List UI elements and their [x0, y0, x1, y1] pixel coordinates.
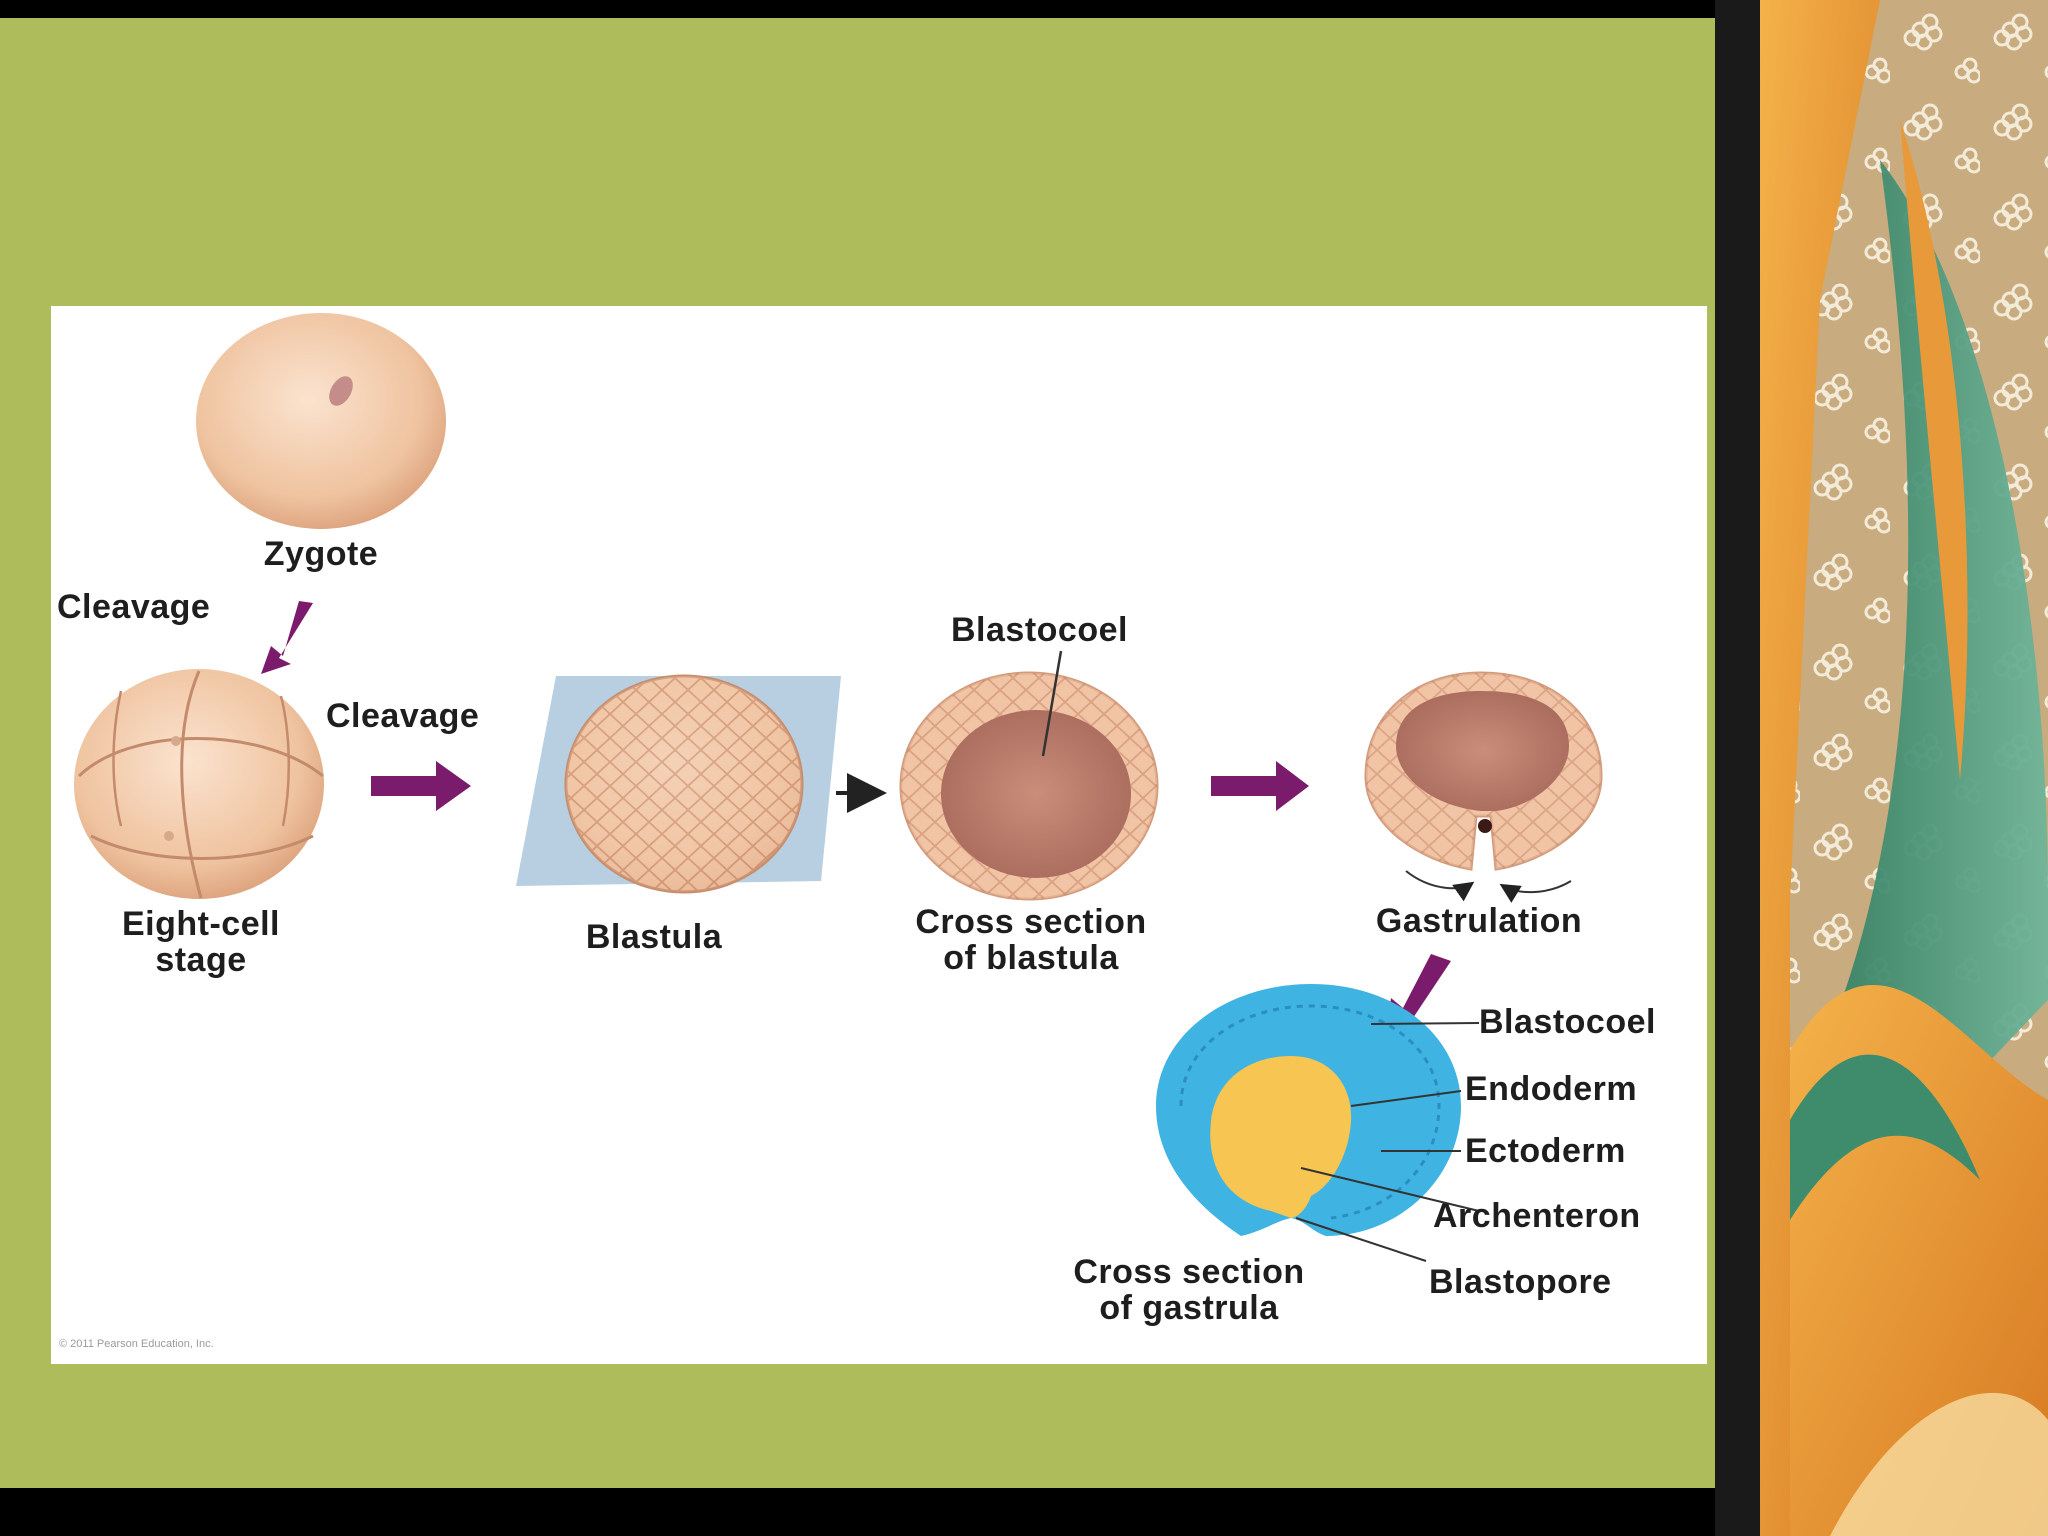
- cleavage-arrow-down: [261, 601, 313, 674]
- cleavage-arrow-right: [371, 761, 471, 811]
- gastrulation-illustration: [1364, 671, 1603, 903]
- eight-cell-stage-label: Eight-cell stage: [121, 905, 281, 979]
- zygote-illustration: [196, 313, 446, 529]
- gastrula-label-archenteron: Archenteron: [1433, 1197, 1641, 1235]
- copyright-text: © 2011 Pearson Education, Inc.: [59, 1338, 214, 1350]
- blastocoel-top-label: Blastocoel: [951, 611, 1128, 649]
- cross-section-gastrula-label: Cross section of gastrula: [1073, 1253, 1305, 1327]
- blastula-illustration: [516, 674, 841, 894]
- gastrula-label-blastocoel: Blastocoel: [1479, 1003, 1656, 1041]
- gastrula-cross-section: [1156, 984, 1480, 1262]
- gastrula-label-ectoderm: Ectoderm: [1465, 1132, 1626, 1170]
- gastrula-label-endoderm: Endoderm: [1465, 1070, 1638, 1108]
- cleavage-label-2: Cleavage: [326, 697, 480, 735]
- cross-section-blastula-label: Cross section of blastula: [915, 903, 1147, 977]
- zygote-label: Zygote: [263, 535, 379, 573]
- blastula-label: Blastula: [585, 918, 723, 956]
- gastrula-label-blastopore: Blastopore: [1429, 1263, 1612, 1301]
- gastrulation-label: Gastrulation: [1375, 902, 1583, 940]
- cleavage-label-1: Cleavage: [57, 588, 211, 626]
- embryo-development-figure: [74, 313, 1603, 1262]
- diagram-panel: Zygote Cleavage Cleavage Eight-cell stag…: [51, 306, 1707, 1364]
- blastula-cross-section: [899, 650, 1159, 901]
- eight-cell-illustration: [74, 669, 324, 899]
- gastrulation-arrow-right: [1211, 761, 1309, 811]
